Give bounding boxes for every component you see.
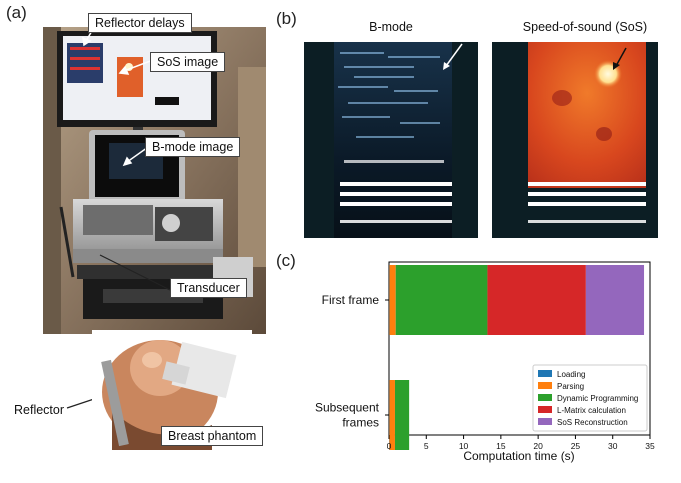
bmode-image-callout: B-mode image [145,137,241,157]
bmode-image [304,42,478,238]
x-tick-label: 15 [496,441,506,451]
bar-parsing-0 [389,265,396,335]
legend-swatch [538,394,552,401]
panel-letter-c: (c) [276,251,296,270]
x-tick-label: 25 [571,441,581,451]
transducer-callout: Transducer [170,278,247,298]
sos-image [492,42,658,238]
legend-label: Parsing [557,382,584,391]
plot-frame [388,261,651,436]
x-tick-label: 10 [459,441,469,451]
legend-label: Dynamic Programming [557,394,638,403]
legend-swatch [538,406,552,413]
x-tick-label: 5 [424,441,429,451]
bar-dynamic-programming-1 [394,380,410,450]
bar-dynamic-programming-0 [395,265,488,335]
legend-swatch [538,370,552,377]
x-tick-label: 0 [387,441,392,451]
bar-l-matrix-calculation-0 [487,265,586,335]
y-category-label: frames [342,416,379,430]
legend-box [532,364,648,432]
breast-phantom-callout: Breast phantom [161,426,264,446]
bar-sos-reconstruction-0 [585,265,645,335]
bmode-title: B-mode [369,20,413,34]
y-category-label: First frame [322,293,380,307]
sos-image-callout: SoS image [150,52,226,72]
x-axis-label: Computation time (s) [463,449,574,463]
computation-time-chart: 0 5 10 15 20 25 30 35 First frameSubsequentfram… [315,261,655,463]
bar-group [389,265,645,450]
panel-letter-a: (a) [6,3,27,22]
panel-letter-b: (b) [276,9,297,28]
x-tick-label: 30 [608,441,618,451]
legend-label: Loading [557,370,585,379]
legend-label: SoS Reconstruction [557,418,628,427]
legend-label: L-Matrix calculation [557,406,626,415]
sos-title: Speed-of-sound (SoS) [522,20,648,34]
legend-swatch [538,418,552,425]
x-tick-label: 20 [533,441,543,451]
bar-parsing-1 [389,380,395,450]
breast-phantom-photo [92,330,252,450]
reflector-label: Reflector [14,403,65,417]
x-axis-ticks: 0 5 10 15 20 25 30 35 [387,435,655,451]
y-category-label: Subsequent [315,401,380,415]
x-tick-label: 35 [645,441,655,451]
legend-swatch [538,382,552,389]
reflector-delays-callout: Reflector delays [88,13,192,33]
